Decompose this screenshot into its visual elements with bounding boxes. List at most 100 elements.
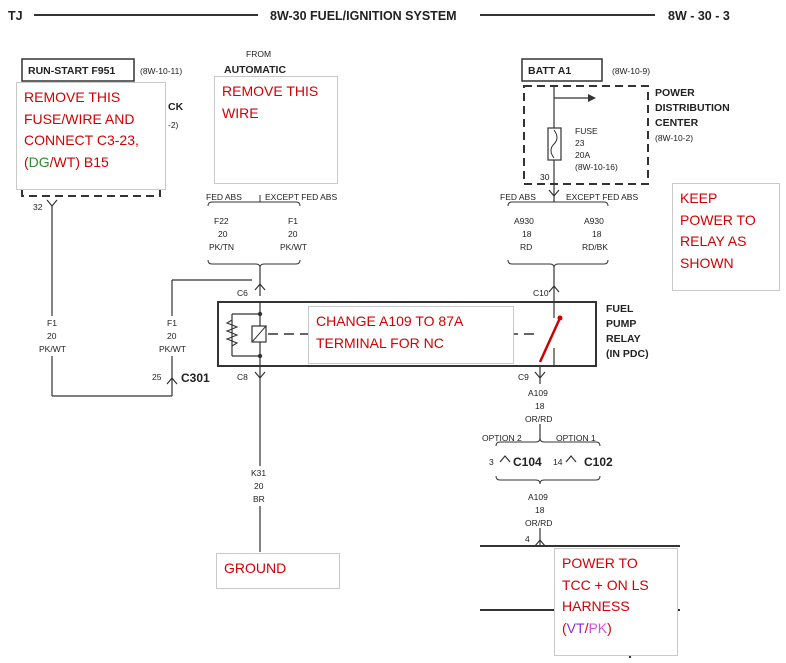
note-remove-fuse-dg: DG <box>28 153 50 170</box>
wire-a930-left-color: RD <box>520 242 532 252</box>
run-start-hidden-ref: -2) <box>168 120 179 130</box>
bottom-connector-icon <box>534 539 546 547</box>
wire-f1-mid-gauge: 20 <box>167 331 177 341</box>
left-top-splice-bracket <box>207 201 301 207</box>
wire-a109-bot-color: OR/RD <box>525 518 552 528</box>
wire-a930-right: A930 <box>584 216 604 226</box>
relay-node-top <box>257 311 263 317</box>
c6-label: C6 <box>237 288 248 298</box>
note-remove-fuse-rest: /WT) B15 <box>49 153 109 170</box>
wire-f1-left-gauge: 20 <box>47 331 57 341</box>
pdc-dashed-box <box>523 85 649 185</box>
wire-f1-left-code: F1 <box>47 318 57 328</box>
fuse-element-icon <box>550 129 558 159</box>
relay-coil-slash <box>251 325 267 343</box>
batt-box <box>521 58 603 82</box>
wire-f1-top-gauge: 20 <box>288 229 298 239</box>
header-center: 8W-30 FUEL/IGNITION SYSTEM <box>270 9 457 23</box>
c8-label: C8 <box>237 372 248 382</box>
relay-switch-pivot <box>557 315 563 321</box>
note-remove-wire: REMOVE THIS WIRE <box>214 76 338 184</box>
batt-ref: (8W-10-9) <box>612 66 650 76</box>
option2-label: OPTION 2 <box>482 433 522 443</box>
header-right: 8W - 30 - 3 <box>668 9 730 23</box>
batt-label: BATT A1 <box>528 65 571 77</box>
right-top-splice-bracket <box>507 201 609 207</box>
run-start-box <box>21 58 135 82</box>
wire-k31-code: K31 <box>251 468 266 478</box>
relay-switch-arm-nc <box>538 317 562 363</box>
c104-label: C104 <box>513 455 542 469</box>
note-keep-power: KEEP POWER TO RELAY AS SHOWN <box>672 183 780 291</box>
pdc-line2: DISTRIBUTION <box>655 102 730 114</box>
note-change-a109: CHANGE A109 TO 87A TERMINAL FOR NC <box>308 306 514 364</box>
wire-k31-color: BR <box>253 494 265 504</box>
wire-a930-left: A930 <box>514 216 534 226</box>
right-except-fed-abs: EXCEPT FED ABS <box>566 192 638 202</box>
wire-k31-label-bg <box>248 466 272 506</box>
pdc-ref: (8W-10-2) <box>655 133 693 143</box>
wire-a109-bot-gauge: 18 <box>535 505 545 515</box>
option1-label: OPTION 1 <box>556 433 596 443</box>
wire-a109-top-gauge: 18 <box>535 401 545 411</box>
options-bottom-bracket <box>495 475 601 485</box>
option-connector-icons <box>499 455 577 463</box>
fuse-ref: (8W-10-16) <box>575 162 618 172</box>
note-ground: GROUND <box>216 553 340 589</box>
c104-pin: 3 <box>489 457 494 467</box>
right-bottom-splice-bracket <box>507 259 609 269</box>
note-power-tcc-close: ) <box>607 619 612 636</box>
wire-f1-top-color: PK/WT <box>280 242 307 252</box>
c10-connector-icon <box>548 285 560 293</box>
note-power-tcc-pk: PK <box>588 619 608 636</box>
left-bottom-splice-bracket <box>207 259 301 269</box>
pin-32-connector <box>46 199 58 207</box>
note-keep-power-text: KEEP POWER TO RELAY AS SHOWN <box>680 190 756 271</box>
fuse-amp: 20A <box>575 150 590 160</box>
wire-f1-mid-code: F1 <box>167 318 177 328</box>
bottom-dot <box>628 655 632 659</box>
wire-f1-mid-color: PK/WT <box>159 344 186 354</box>
left-fed-abs: FED ABS <box>206 192 242 202</box>
relay-line4: (IN PDC) <box>606 348 649 360</box>
relay-line1: FUEL <box>606 303 634 315</box>
pdc-bus-arrow-icon <box>588 94 596 102</box>
note-remove-wire-text: REMOVE THIS WIRE <box>222 83 319 121</box>
c102-pin: 14 <box>553 457 563 467</box>
c301-label: C301 <box>181 371 210 385</box>
wire-a109-bot-code: A109 <box>528 492 548 502</box>
fuel-pump-relay-box <box>217 301 597 367</box>
c6-connector-icon <box>254 283 266 291</box>
wire-f22-gauge: 20 <box>218 229 228 239</box>
wire-f22: F22 <box>214 216 229 226</box>
relay-line3: RELAY <box>606 333 641 345</box>
run-start-label: RUN-START F951 <box>28 65 115 77</box>
bottom-pin: 4 <box>525 534 530 544</box>
left-except-fed-abs: EXCEPT FED ABS <box>265 192 337 202</box>
options-top-bracket <box>495 437 601 447</box>
wire-a930-right-color: RD/BK <box>582 242 608 252</box>
note-remove-fuse-text: REMOVE THIS FUSE/WIRE AND CONNECT C3-23,… <box>24 89 139 170</box>
header-left: TJ <box>8 9 23 23</box>
relay-resistor-wire <box>231 313 260 357</box>
automatic-label: AUTOMATIC <box>224 64 286 76</box>
fuse-label: FUSE <box>575 126 598 136</box>
relay-line2: PUMP <box>606 318 636 330</box>
note-change-a109-text: CHANGE A109 TO 87A TERMINAL FOR NC <box>316 313 463 351</box>
c9-label: C9 <box>518 372 529 382</box>
run-start-ref: (8W-10-11) <box>140 66 182 76</box>
pdc-line1: POWER <box>655 87 695 99</box>
wire-f1-left-color: PK/WT <box>39 344 66 354</box>
c10-label: C10 <box>533 288 549 298</box>
note-power-tcc-vt: VT <box>566 619 585 636</box>
from-label: FROM <box>246 49 271 59</box>
wire-a930-left-gauge: 18 <box>522 229 532 239</box>
c301-connector-icon <box>166 377 178 385</box>
wire-a109-top-code: A109 <box>528 388 548 398</box>
right-fed-abs: FED ABS <box>500 192 536 202</box>
fuse-pin: 30 <box>540 172 550 182</box>
note-remove-fuse: REMOVE THIS FUSE/WIRE AND CONNECT C3-23,… <box>16 82 166 190</box>
fuse-out-connector-icon <box>548 189 560 197</box>
note-power-tcc: POWER TO TCC + ON LS HARNESS (VT/PK) <box>554 548 678 656</box>
wire-a109-top-color: OR/RD <box>525 414 552 424</box>
